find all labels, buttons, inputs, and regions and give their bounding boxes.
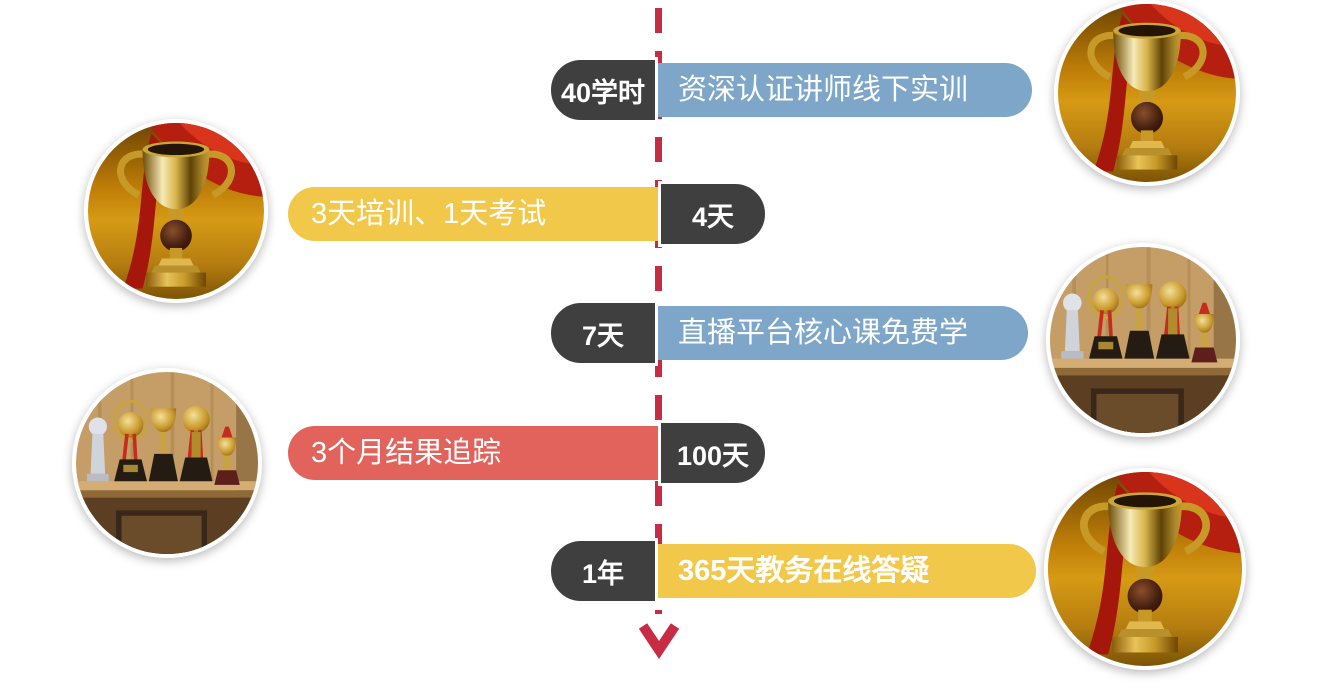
timeline-tag-3-label: 7天 (581, 320, 625, 351)
timeline-bar-5-label: 365天教务在线答疑 (678, 555, 930, 587)
timeline-tag-2: 4天 (658, 181, 768, 247)
timeline-bar-1-label: 资深认证讲师线下实训 (678, 74, 969, 106)
trophy-shelf-photo-lower-left (72, 368, 262, 558)
timeline-bar-2-label: 3天培训、1天考试 (311, 198, 547, 230)
timeline-tag-5-label: 1年 (581, 558, 625, 589)
timeline-tag-5: 1年 (548, 538, 658, 604)
trophy-shelf-photo-middle-right (1046, 243, 1240, 437)
timeline-bar-3-label: 直播平台核心课免费学 (678, 317, 969, 349)
timeline-bar-2: 3天培训、1天考试 (288, 187, 658, 241)
gold-trophy-photo-upper-left (84, 119, 268, 303)
gold-trophy-photo-bottom-right (1044, 468, 1246, 670)
timeline-tag-2-label: 4天 (691, 201, 735, 232)
timeline-tag-3: 7天 (548, 300, 658, 366)
timeline-tag-4: 100天 (658, 420, 768, 486)
timeline-tag-1-label: 40学时 (560, 77, 646, 108)
timeline-tag-4-label: 100天 (676, 440, 750, 471)
gold-trophy-photo-top-right (1054, 0, 1240, 186)
timeline-bar-1: 资深认证讲师线下实训 (658, 63, 1032, 117)
timeline-bar-4: 3个月结果追踪 (288, 426, 658, 480)
timeline-bar-4-label: 3个月结果追踪 (311, 437, 502, 469)
timeline-tag-1: 40学时 (548, 57, 658, 123)
down-arrow-icon (638, 623, 680, 660)
timeline-bar-3: 直播平台核心课免费学 (658, 306, 1028, 360)
timeline-bar-5: 365天教务在线答疑 (658, 544, 1036, 598)
